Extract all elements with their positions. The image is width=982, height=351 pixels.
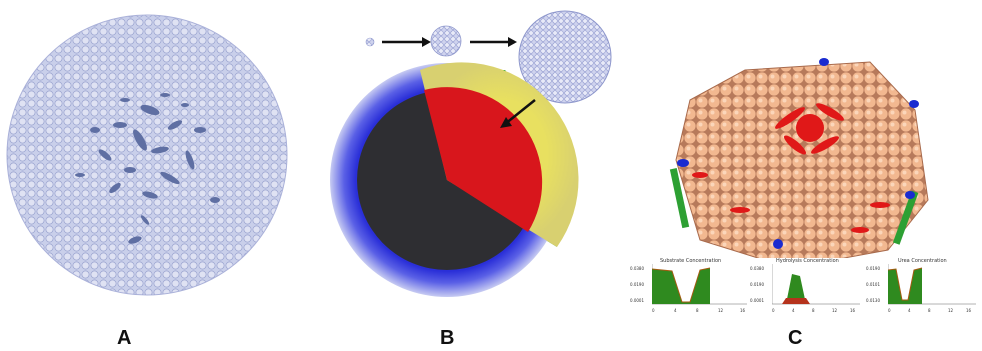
inset-xtick: 16 <box>740 308 746 313</box>
inset-xtick: 4 <box>792 308 795 313</box>
panel-label-c: C <box>788 327 803 349</box>
inset-xtick: 12 <box>718 308 724 313</box>
panel-c-3d-tumor <box>669 58 929 269</box>
inset-ytick: 0.0380 <box>750 266 764 271</box>
inset-plot-area <box>652 264 747 305</box>
panel-a-cell-sphere <box>6 14 288 296</box>
inset-xtick: 8 <box>928 308 931 313</box>
inset-xtick: 8 <box>812 308 815 313</box>
inset-ytick: 0.0130 <box>866 298 880 303</box>
inset-xtick: 0 <box>888 308 891 313</box>
panel-b-tumor-cross-section <box>330 62 579 297</box>
inset-plot-middle: Hydrolysis Concentration 0.0380 0.0190 0… <box>750 258 862 316</box>
arrow-icon <box>470 37 517 47</box>
growth-stage-small <box>365 37 375 47</box>
inset-xtick: 0 <box>772 308 775 313</box>
tumor-surface <box>675 61 929 269</box>
inset-ytick: 0.0190 <box>630 282 644 287</box>
inset-plot-right: Urea Concentration 0.0190 0.0101 0.0130 … <box>866 258 978 316</box>
inset-ytick: 0.0001 <box>630 298 644 303</box>
inset-ytick: 0.0190 <box>866 266 880 271</box>
inset-ytick: 0.0380 <box>630 266 644 271</box>
inset-xtick: 16 <box>850 308 856 313</box>
inset-plot-area <box>888 264 976 305</box>
necrotic-core <box>424 87 543 232</box>
inset-ytick: 0.0101 <box>866 282 880 287</box>
growth-stage-large <box>518 10 612 104</box>
inset-xtick: 12 <box>832 308 838 313</box>
inset-plot-left: Substrate Concentration 0.0380 0.0190 0.… <box>630 258 748 316</box>
arrow-icon <box>382 37 431 47</box>
inset-ytick: 0.0190 <box>750 282 764 287</box>
inset-xtick: 4 <box>908 308 911 313</box>
boundary-markers <box>669 58 919 249</box>
inset-title: Hydrolysis Concentration <box>776 258 839 264</box>
growth-stage-medium <box>430 25 462 57</box>
panel-b-growth-sequence <box>365 10 612 104</box>
inset-xtick: 0 <box>652 308 655 313</box>
inset-xtick: 4 <box>674 308 677 313</box>
inset-ytick: 0.0001 <box>750 298 764 303</box>
inset-title: Substrate Concentration <box>660 258 722 264</box>
inset-xtick: 16 <box>966 308 972 313</box>
inset-title: Urea Concentration <box>898 258 947 264</box>
inset-xtick: 8 <box>696 308 699 313</box>
dark-cell-clusters <box>75 93 220 244</box>
inset-xtick: 12 <box>948 308 954 313</box>
panel-label-b: B <box>440 327 455 349</box>
arrow-icon <box>500 99 536 128</box>
inset-plot-area <box>772 264 860 305</box>
panel-label-a: A <box>117 327 132 349</box>
necrotic-streaks <box>692 103 890 233</box>
